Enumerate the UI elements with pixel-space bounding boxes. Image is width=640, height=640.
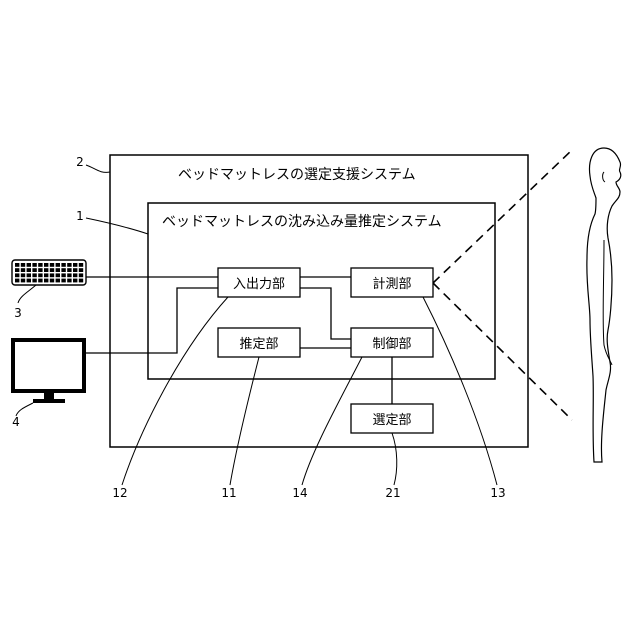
ref-14: 14 (292, 486, 307, 500)
keyboard-key (50, 279, 54, 283)
keyboard-key (67, 279, 71, 283)
ref-4: 4 (12, 415, 20, 429)
monitor-io-line (86, 288, 218, 353)
keyboard-key (50, 273, 54, 277)
keyboard-key (56, 273, 60, 277)
keyboard-key (15, 263, 19, 267)
human-silhouette-icon (587, 148, 621, 462)
keyboard-key (73, 268, 77, 272)
keyboard-key (73, 273, 77, 277)
keyboard-key (79, 279, 83, 283)
keyboard-key (67, 268, 71, 272)
keyboard-key (38, 268, 42, 272)
keyboard-key (67, 263, 71, 267)
keyboard-key (15, 268, 19, 272)
keyboard-icon (12, 260, 86, 285)
sensor-beam-upper (433, 150, 572, 283)
select-unit-label: 選定部 (372, 413, 411, 428)
sensor-beam-lower (433, 283, 572, 420)
keyboard-key (27, 279, 31, 283)
ref-21: 21 (385, 486, 400, 500)
ref-1: 1 (76, 209, 84, 223)
keyboard-key (73, 263, 77, 267)
measure-unit: 計測部 (351, 268, 433, 297)
keyboard-key (21, 263, 25, 267)
leader-3 (18, 285, 36, 303)
keyboard-key (21, 273, 25, 277)
keyboard-key (50, 263, 54, 267)
keyboard-key (21, 279, 25, 283)
leader-12 (122, 297, 228, 485)
keyboard-key (32, 279, 36, 283)
keyboard-key (32, 273, 36, 277)
outer-system-box (110, 155, 528, 447)
ref-3: 3 (14, 306, 22, 320)
keyboard-key (61, 273, 65, 277)
keyboard-key (44, 279, 48, 283)
monitor-icon (11, 338, 86, 403)
ref-2: 2 (76, 155, 84, 169)
keyboard-key (32, 263, 36, 267)
keyboard-key (15, 273, 19, 277)
select-unit: 選定部 (351, 404, 433, 433)
leader-13 (423, 297, 497, 485)
control-unit: 制御部 (351, 328, 433, 357)
keyboard-key (27, 273, 31, 277)
estimate-unit-label: 推定部 (239, 337, 278, 352)
leader-21 (392, 433, 397, 485)
measure-unit-label: 計測部 (372, 276, 411, 292)
leader-11 (230, 357, 259, 485)
ref-13: 13 (490, 486, 505, 500)
io-unit: 入出力部 (218, 268, 300, 297)
keyboard-key (79, 268, 83, 272)
keyboard-key (61, 279, 65, 283)
keyboard-key (38, 273, 42, 277)
estimate-unit: 推定部 (218, 328, 300, 357)
keyboard-key (32, 268, 36, 272)
keyboard-key (44, 263, 48, 267)
keyboard-key (61, 263, 65, 267)
keyboard-key (38, 263, 42, 267)
keyboard-key (44, 273, 48, 277)
leader-2 (86, 165, 110, 172)
keyboard-key (61, 268, 65, 272)
keyboard-key (56, 268, 60, 272)
io-control-line (300, 288, 351, 339)
keyboard-key (79, 273, 83, 277)
leader-lines (16, 165, 497, 485)
keyboard-key (56, 279, 60, 283)
io-unit-label: 入出力部 (233, 277, 285, 292)
keyboard-key (67, 273, 71, 277)
keyboard-key (27, 263, 31, 267)
keyboard-key (27, 268, 31, 272)
outer-system-title: ベッドマットレスの選定支援システム (178, 167, 416, 183)
keyboard-key (56, 263, 60, 267)
keyboard-key (44, 268, 48, 272)
keyboard-key (38, 279, 42, 283)
keyboard-key (73, 279, 77, 283)
inner-system-title: ベッドマットレスの沈み込み量推定システム (162, 214, 442, 230)
keyboard-key (79, 263, 83, 267)
ref-12: 12 (112, 486, 127, 500)
leader-1 (86, 218, 148, 234)
ref-11: 11 (221, 486, 236, 500)
keyboard-key (21, 268, 25, 272)
control-unit-label: 制御部 (372, 337, 411, 352)
keyboard-key (50, 268, 54, 272)
keyboard-key (15, 279, 19, 283)
human-ear (603, 172, 605, 182)
